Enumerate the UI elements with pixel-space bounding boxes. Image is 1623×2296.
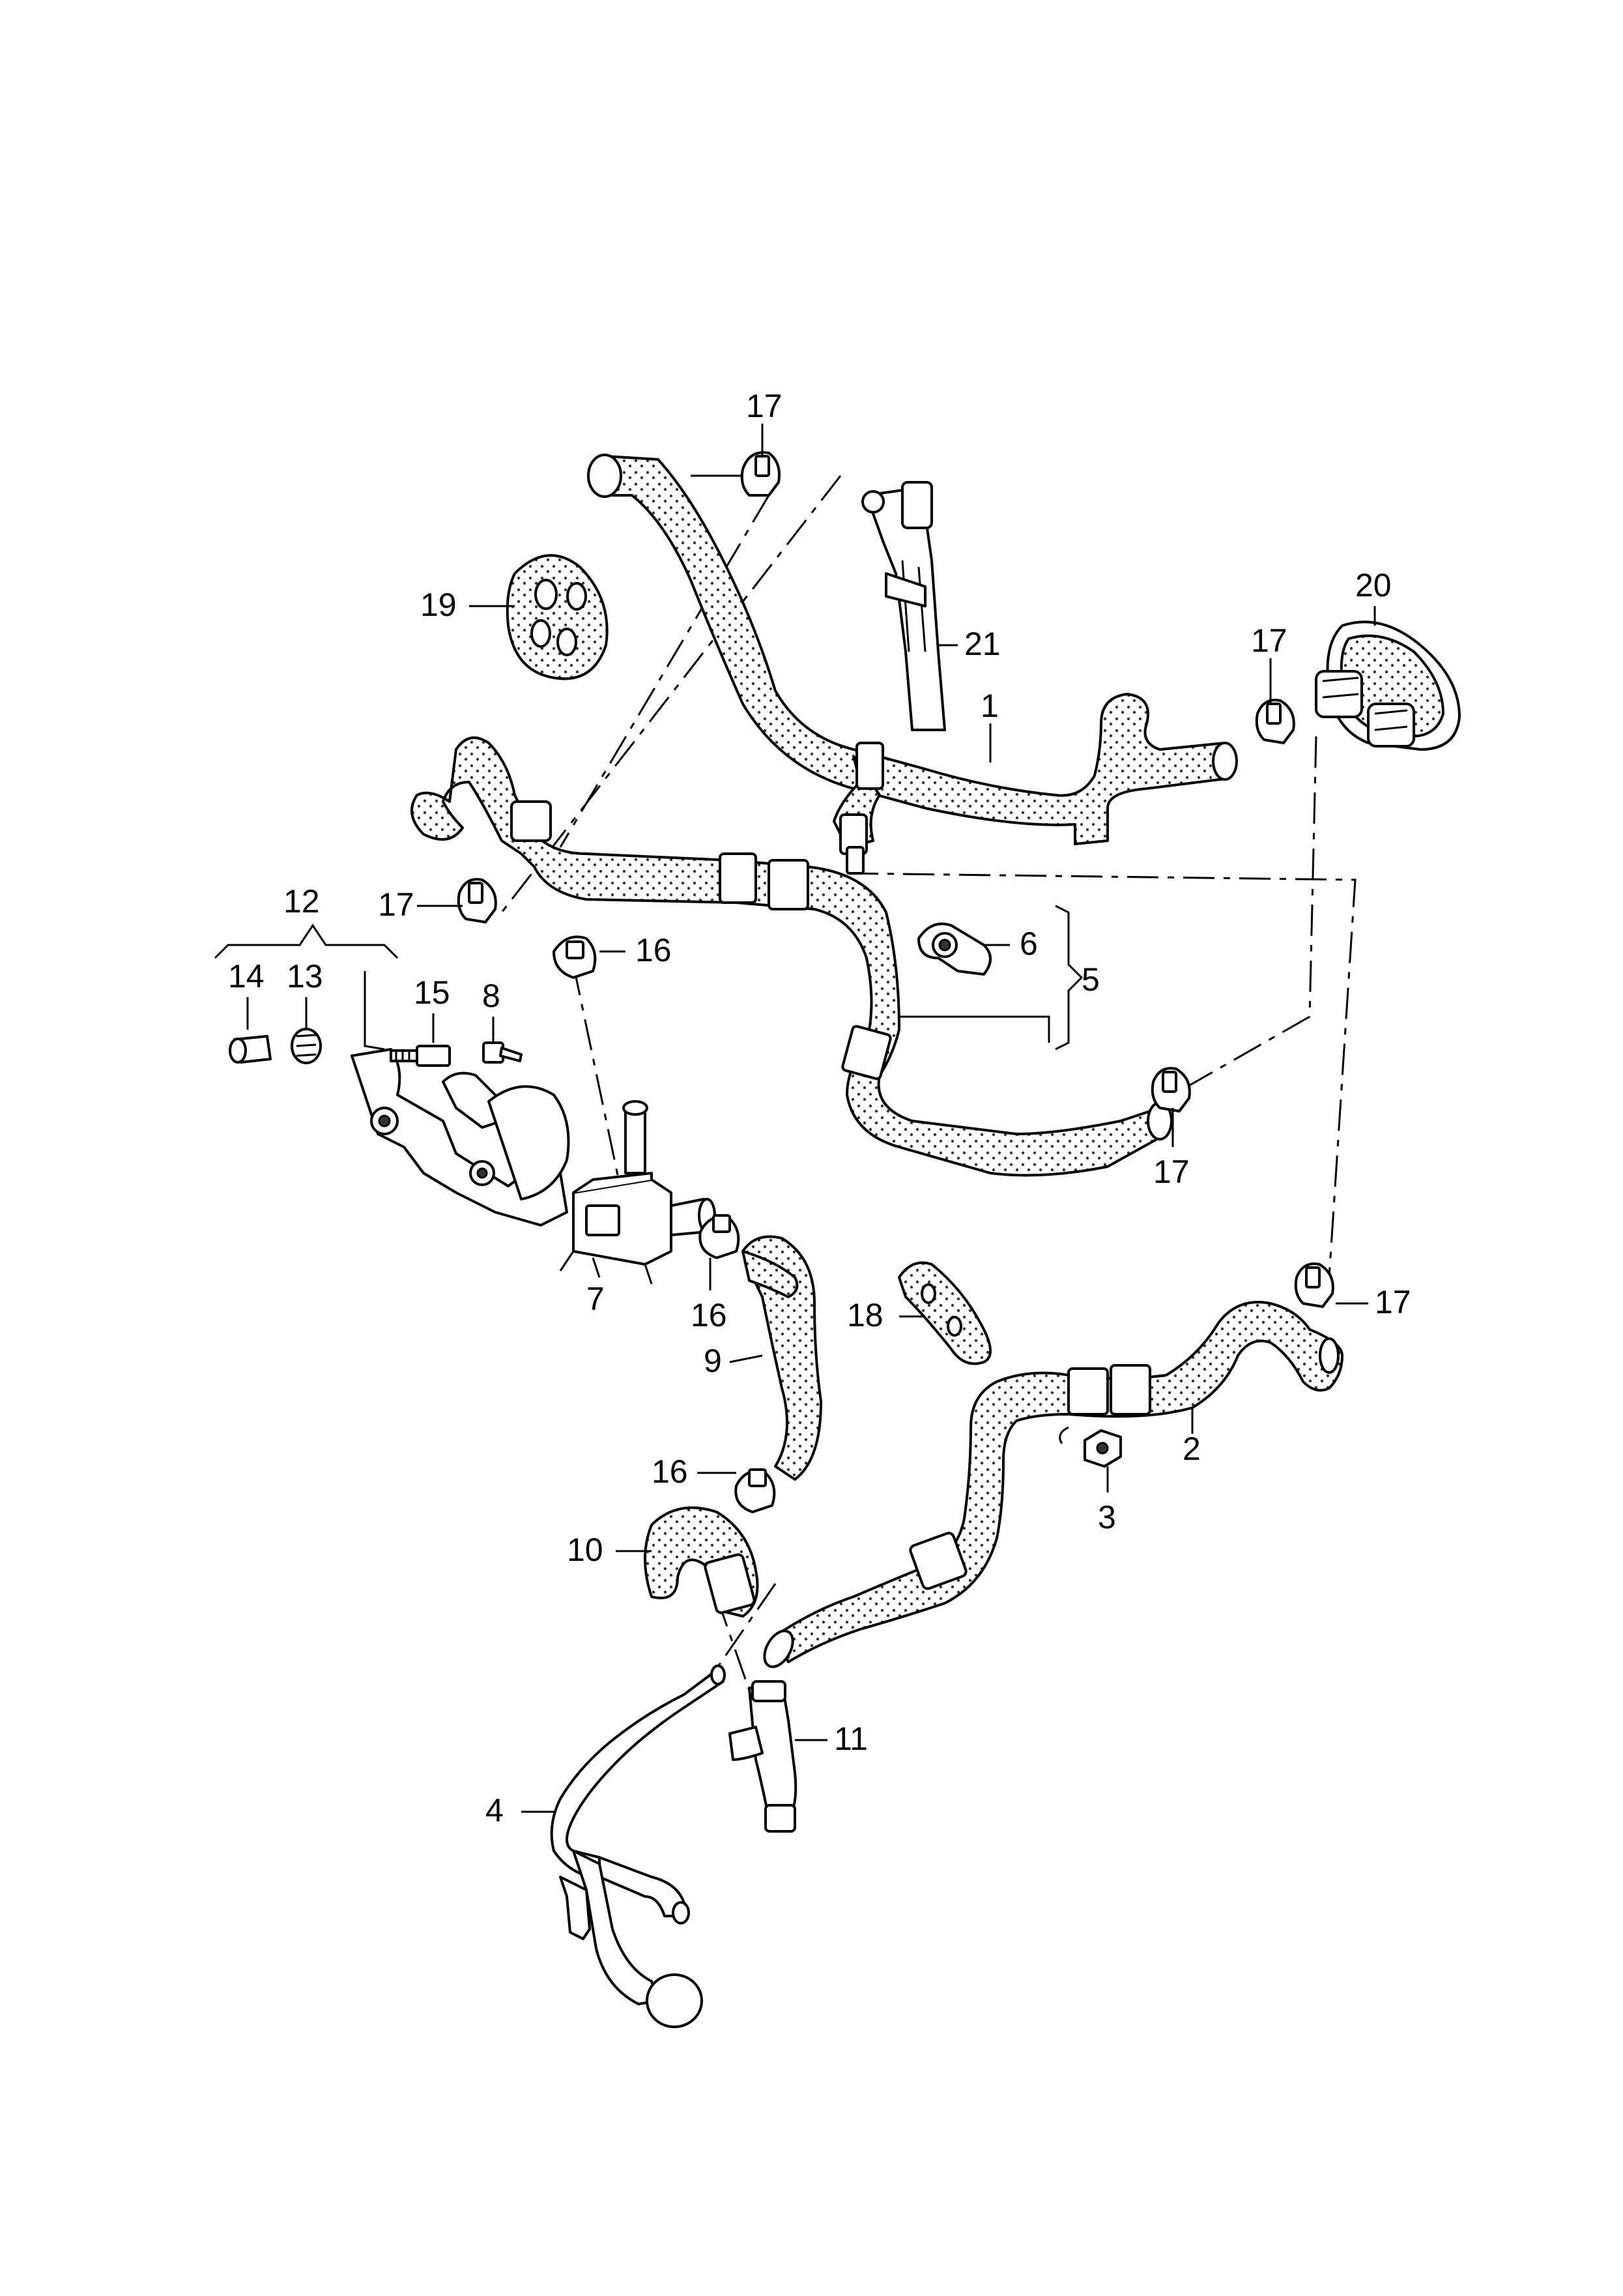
callout-7: 7	[586, 1281, 605, 1317]
clamp-17-top	[740, 451, 781, 497]
part-2-heater-hose	[763, 1301, 1343, 1668]
part-8-screw	[482, 1041, 523, 1064]
callout-4: 4	[485, 1792, 504, 1829]
callout-10: 10	[567, 1532, 603, 1568]
part-5-heater-hose	[410, 736, 1173, 1177]
clamp-16-upper	[553, 935, 597, 979]
clamp-17-middle	[1151, 1067, 1191, 1112]
part-21-pipe-bracket	[861, 481, 946, 731]
part-18-grommet	[898, 1261, 992, 1365]
callout-20: 20	[1355, 567, 1392, 603]
part-19-grommet	[506, 554, 609, 680]
part-20-grommet	[1315, 620, 1461, 751]
part-4-pipe	[550, 1664, 726, 2028]
clamp-17-lower	[1294, 1262, 1334, 1308]
clamp-16-middle	[698, 1214, 740, 1259]
callout-9: 9	[704, 1343, 722, 1379]
callout-17-middle: 17	[1153, 1154, 1190, 1190]
callout-16-lower: 16	[652, 1453, 688, 1490]
clamp-17-left	[457, 878, 497, 923]
part-9-hose	[741, 1235, 822, 1481]
callout-18: 18	[847, 1297, 883, 1333]
leader-lines	[214, 424, 1376, 1813]
callout-6: 6	[1020, 925, 1038, 962]
part-3-nut	[1059, 1426, 1122, 1468]
clamp-17-right-upper	[1255, 699, 1295, 744]
callout-5: 5	[1082, 961, 1100, 998]
part-6-clip	[917, 922, 992, 976]
part-12-bracket	[351, 1048, 570, 1227]
callout-17-top: 17	[746, 388, 783, 424]
callout-16-middle: 16	[691, 1297, 727, 1333]
callout-2: 2	[1183, 1431, 1201, 1467]
clamp-16-lower	[734, 1468, 776, 1513]
callout-1: 1	[981, 688, 999, 724]
part-10-hose	[644, 1506, 759, 1618]
assembly-lines	[500, 475, 1357, 1747]
part-15-bolt	[390, 1045, 451, 1067]
callout-16-upper: 16	[635, 932, 672, 968]
part-11-connector	[728, 1680, 797, 1833]
hose-clamps	[457, 451, 1334, 1513]
callout-19: 19	[420, 587, 457, 623]
callout-12: 12	[283, 883, 320, 920]
callout-17-lower: 17	[1375, 1284, 1411, 1320]
part-13-rubber-buffer	[291, 1028, 322, 1064]
part-7-water-pump	[559, 1100, 716, 1285]
callout-11: 11	[834, 1721, 868, 1757]
callout-14: 14	[228, 958, 265, 995]
callout-21: 21	[964, 626, 1001, 662]
callout-13: 13	[287, 958, 323, 995]
part-1-heater-hose	[587, 454, 1238, 875]
callout-3: 3	[1098, 1499, 1116, 1535]
callout-labels: 17 19 21 20 17 1 17 12 16 6 5 14 13 15 8…	[228, 388, 1411, 1829]
callout-15: 15	[414, 974, 450, 1011]
callout-17-right-upper: 17	[1251, 622, 1287, 659]
part-14-sleeve	[229, 1035, 272, 1064]
callout-8: 8	[482, 978, 500, 1014]
callout-17-left: 17	[378, 886, 414, 923]
